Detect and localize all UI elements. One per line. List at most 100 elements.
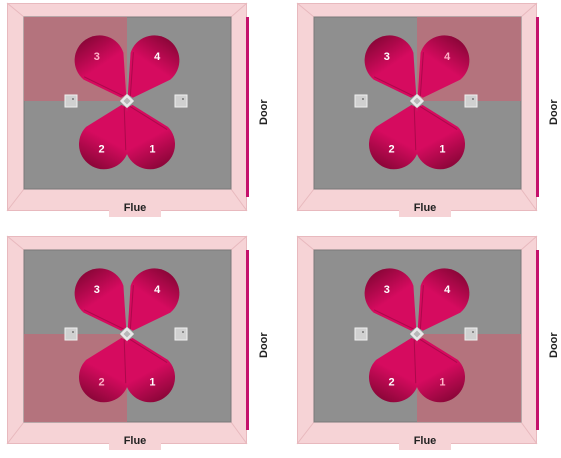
petal-number-3: 3 [384, 51, 390, 63]
petal-edge [419, 105, 458, 130]
petal-shape [364, 268, 417, 331]
petal-number-1: 1 [149, 377, 155, 389]
frame-bevel-line [296, 188, 315, 212]
sensor-marker [464, 94, 478, 108]
door-edge [246, 17, 249, 197]
sensor-marker [174, 94, 188, 108]
sensor-dot [362, 331, 364, 333]
petal-shape [74, 35, 127, 98]
burner-petal-1 [125, 337, 175, 403]
door-edge [536, 250, 539, 430]
frame-bevel-line [296, 235, 315, 251]
petal-shape [127, 268, 180, 331]
frame-bevel-line [520, 2, 538, 18]
burner-petal-1 [415, 104, 465, 170]
frame-bevel-line [6, 235, 25, 251]
burner-petal-4 [417, 268, 470, 331]
petal-edge [129, 105, 168, 130]
frame-bevel-line [6, 2, 25, 18]
burner-petal-3 [74, 268, 127, 331]
sensor-dot [362, 98, 364, 100]
petal-number-4: 4 [444, 51, 451, 63]
oven-top-view: 1 2 3 4 [296, 2, 539, 212]
petal-number-4: 4 [154, 284, 161, 296]
frame-bevel-line [230, 421, 248, 445]
petal-number-1: 1 [439, 144, 445, 156]
center-core [413, 97, 421, 105]
petal-shape [364, 35, 417, 98]
sensor-marker [354, 327, 368, 341]
petal-edge [123, 339, 127, 384]
sensor-dot [182, 98, 184, 100]
petal-edge [129, 285, 134, 330]
petal-number-4: 4 [444, 284, 451, 296]
burner-petal-2 [79, 337, 129, 403]
petal-shape [125, 104, 175, 170]
petal-edge [129, 338, 168, 363]
burner-petal-1 [125, 104, 175, 170]
center-core [413, 330, 421, 338]
center-burner [119, 326, 135, 342]
petal-shape [417, 268, 470, 331]
petal-number-2: 2 [389, 144, 395, 156]
flue-label: Flue [399, 199, 451, 217]
petal-edge [419, 52, 424, 97]
petal-edge [123, 106, 127, 151]
burner-petal-2 [79, 104, 129, 170]
sensor-dot [472, 98, 474, 100]
petal-shape [369, 104, 419, 170]
petal-edge [373, 309, 414, 330]
door-edge [536, 17, 539, 197]
sensor-marker [64, 327, 78, 341]
burner-petal-3 [364, 268, 417, 331]
center-core [123, 330, 131, 338]
frame-bevel-line [520, 421, 538, 445]
frame-bevel-line [230, 188, 248, 212]
door-edge [246, 250, 249, 430]
burner-diagram-panel: 1 2 3 4 Door Flue [6, 235, 270, 458]
petal-number-2: 2 [389, 377, 395, 389]
petal-shape [415, 104, 465, 170]
petal-shape [125, 337, 175, 403]
burner-petal-3 [74, 35, 127, 98]
door-label: Door [548, 99, 560, 125]
petal-shape [417, 35, 470, 98]
frame-bevel-line [296, 2, 315, 18]
frame-bevel-line [296, 421, 315, 445]
petal-edge [413, 106, 417, 151]
petal-edge [419, 338, 458, 363]
burner-petal-2 [369, 337, 419, 403]
oven-top-view: 1 2 3 4 [6, 235, 249, 445]
sensor-marker [64, 94, 78, 108]
petal-number-3: 3 [94, 51, 100, 63]
door-label: Door [548, 332, 560, 358]
burner-petal-4 [127, 268, 180, 331]
petal-number-2: 2 [99, 377, 105, 389]
petal-edge [413, 339, 417, 384]
sensor-dot [472, 331, 474, 333]
flue-label: Flue [399, 432, 451, 450]
petal-shape [127, 35, 180, 98]
petal-number-1: 1 [439, 377, 445, 389]
burner-petal-2 [369, 104, 419, 170]
door-label: Door [258, 332, 270, 358]
petal-shape [79, 337, 129, 403]
petal-number-1: 1 [149, 144, 155, 156]
petal-edge [83, 76, 124, 97]
petal-edge [373, 76, 414, 97]
frame-bevel-line [230, 235, 248, 251]
petal-edge [419, 285, 424, 330]
burner-petal-3 [364, 35, 417, 98]
petal-number-4: 4 [154, 51, 161, 63]
petal-number-3: 3 [94, 284, 100, 296]
petal-shape [415, 337, 465, 403]
frame-bevel-line [6, 421, 25, 445]
sensor-dot [72, 98, 74, 100]
burner-petal-4 [417, 35, 470, 98]
flue-label: Flue [109, 432, 161, 450]
petal-edge [83, 309, 124, 330]
